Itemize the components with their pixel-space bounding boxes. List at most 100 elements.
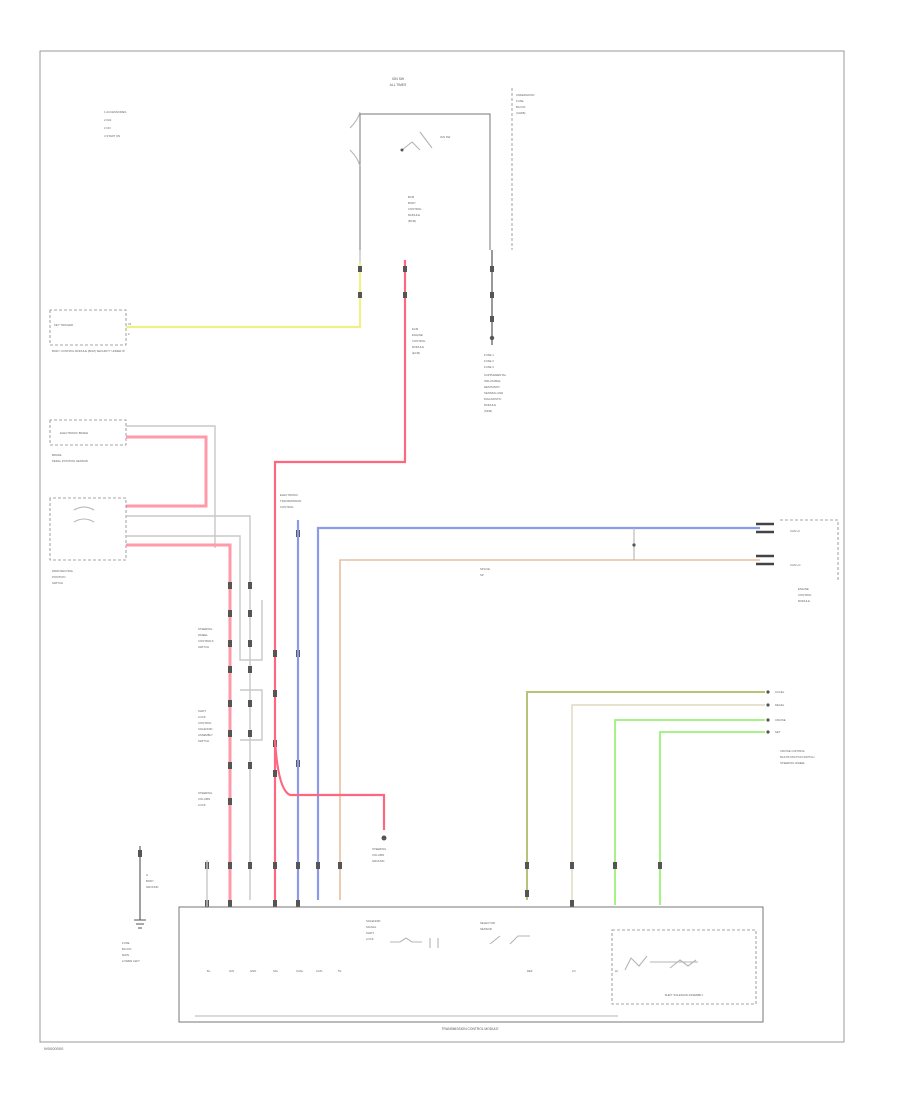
bc-4 <box>273 862 277 869</box>
bc-2 <box>228 862 232 869</box>
tcm-pin-3: GND <box>250 969 256 973</box>
tcm-pin-7: 5V <box>338 969 342 973</box>
rc-l1: ACCEL <box>775 690 785 694</box>
legend-l2: 2 IGN <box>104 118 111 122</box>
tcm-pin-9: LO <box>572 969 577 973</box>
fuse-block-top: UNDERHOOD FUSE BLOCK (UHFB) <box>511 88 534 250</box>
brake-pedal-sensor: ELECTRONIC BRAKE BRAKE PEDAL POSITION SE… <box>49 419 127 463</box>
glr-l3: MAIN <box>122 953 129 957</box>
fr-l8: DIAGNOSTIC <box>484 397 501 401</box>
c-b1 <box>248 582 252 589</box>
fuse-block-l2: FUSE <box>516 99 524 103</box>
ignition-switch-label: IGN SW <box>392 77 405 81</box>
legend-l1: 1 ACCESSORIES <box>104 110 127 114</box>
bc-3 <box>248 862 252 869</box>
connector-fuse-r3 <box>490 316 494 322</box>
legend-l3: 3 ON <box>104 126 111 130</box>
sl1-l2: WHEEL <box>198 633 208 637</box>
wire-cream <box>571 704 765 900</box>
c-a3 <box>228 640 232 647</box>
bc-11 <box>658 862 662 869</box>
rc-l3: CRUISE <box>775 718 786 722</box>
fuse-block-l1: UNDERHOOD <box>516 93 534 97</box>
rc-pin-2 <box>766 703 770 707</box>
wire-park-2 <box>126 535 241 560</box>
legend-l4: 4 START ON <box>104 134 120 138</box>
wire-yellow <box>126 262 362 329</box>
bd-3 <box>273 900 277 907</box>
connector-fuse-r2 <box>490 292 494 298</box>
connector-yellow-bottom <box>358 292 362 298</box>
bc-5 <box>296 862 300 869</box>
ground-left: G BODY GROUND FUSE BLOCK MAIN LOWER LEFT <box>122 846 158 963</box>
fuse-center-l4: MODULE <box>408 213 420 217</box>
tcm-title: TRANSMISSION CONTROL MODULE <box>441 1027 499 1031</box>
tcm-inner-3: SHIFT <box>366 931 374 935</box>
wire-green-2 <box>659 731 765 905</box>
red-ref-l5: (ECM) <box>412 351 420 355</box>
wire-olive <box>526 691 765 900</box>
red-ground-node <box>381 835 387 841</box>
fr-l5: INFLATABLE <box>484 379 501 383</box>
fuse-center-l3: CONTROL <box>408 207 422 211</box>
fr-l10: (SDM) <box>484 409 492 413</box>
sl2-l6: SWITCH <box>198 739 209 743</box>
rg-l2: COLUMN <box>372 853 384 857</box>
red-ref-l4: MODULE <box>412 345 424 349</box>
c-a6 <box>228 730 232 737</box>
c-b5 <box>248 700 252 707</box>
wire-green-1 <box>614 719 765 905</box>
ground-symbol <box>134 919 146 929</box>
connector-red-1 <box>403 266 407 272</box>
rc-l4: SET <box>775 730 781 734</box>
park-label-3: SWITCH <box>52 581 63 585</box>
sl3-l3: LOCK <box>198 803 206 807</box>
fr-l9: MODULE <box>484 403 496 407</box>
rg-l1: STEERING <box>372 847 386 851</box>
transmission-control-module: TRANSMISSION CONTROL MODULE SHIFT SOLENO… <box>178 906 764 1031</box>
c-b6 <box>248 730 252 737</box>
shift-solenoid-box <box>611 929 757 1005</box>
module-center-ref: ELECTRONIC TRANSMISSION CONTROL <box>280 493 301 509</box>
fr-l1: FUSE 1 <box>484 353 494 357</box>
park-switch-marks <box>73 506 95 523</box>
wire-brake-gray <box>126 425 216 548</box>
tcm-inner-1: SOLENOID <box>366 919 380 923</box>
fuse-center-l5: (BCM) <box>408 219 416 223</box>
sl1-l1: STEERING <box>198 627 212 631</box>
mcr-l2: TRANSMISSION <box>280 499 301 503</box>
rcr-l2: MULTIFUNCTION SWITCH <box>780 755 814 759</box>
brake-box <box>49 419 127 446</box>
bcm-pin-a: X1 <box>128 322 132 326</box>
switch-contact-label: IGN SW <box>440 135 451 139</box>
solenoid-title: SHIFT SOLENOID ASSEMBLY <box>665 993 704 997</box>
ecm-box <box>780 519 839 580</box>
ignition-switch-sublabel: ALL TIMES <box>390 83 407 87</box>
wire-red-ground <box>273 739 386 830</box>
bcm-pin-label: KEY TRIGGER <box>54 323 73 327</box>
tcm-pin-4: SIG <box>273 969 278 973</box>
tcm-inner-2: SIGNAL <box>366 925 377 929</box>
sl1-l4: SWITCH <box>198 645 209 649</box>
fuse-ground-node <box>489 335 495 341</box>
gl-l3: GROUND <box>146 885 158 889</box>
footer-code: W0000000 <box>44 1046 64 1051</box>
gl-l2: BODY <box>146 879 154 883</box>
splice-label-1: SPLICE <box>480 567 490 571</box>
bd-5 <box>525 890 529 897</box>
rcr-l1: CRUISE CONTROL <box>780 749 805 753</box>
glr-l4: LOWER LEFT <box>122 959 140 963</box>
brake-label-1: BRAKE <box>52 453 62 457</box>
c-b3 <box>248 640 252 647</box>
tcm-pin-6: CAN- <box>316 969 323 973</box>
wire-tan-main <box>339 559 760 900</box>
glr-l1: FUSE <box>122 941 130 945</box>
fuse-block-l4: (UHFB) <box>516 111 526 115</box>
connector-yellow-top <box>358 266 362 272</box>
fuse-center-l1: BCM <box>408 195 415 199</box>
sl2-l4: SOLENOID <box>198 727 212 731</box>
bc-9 <box>570 862 574 869</box>
tcm-pin-2: IGN <box>229 969 234 973</box>
bc-7 <box>338 862 342 869</box>
rc-l2: DECEL <box>775 703 785 707</box>
